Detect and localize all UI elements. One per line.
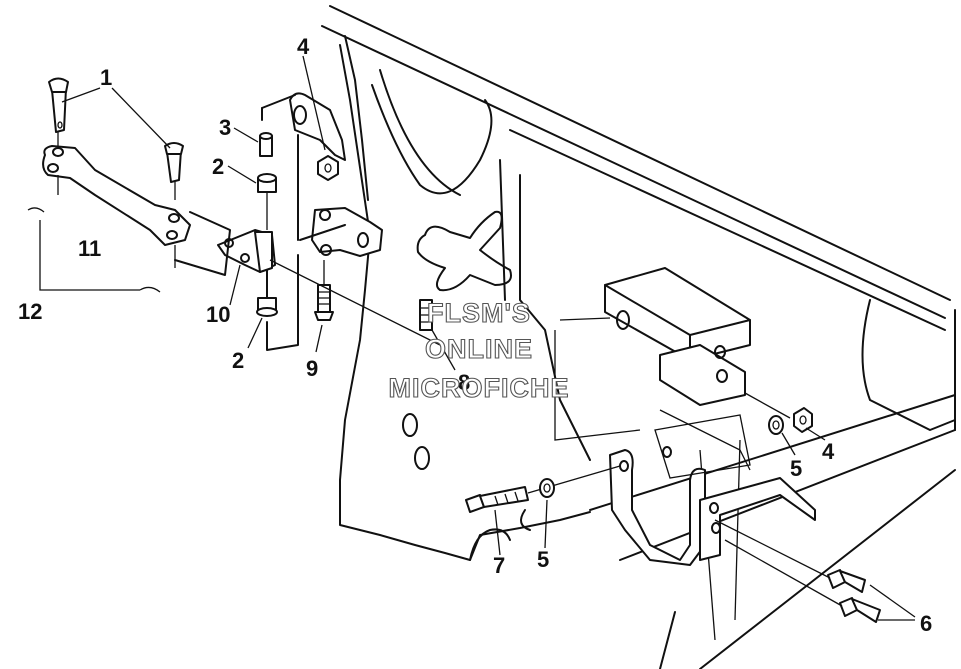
- nut-4-right: [744, 392, 813, 433]
- callout-6: 6: [920, 611, 932, 636]
- watermark-line-2: ONLINE: [425, 334, 533, 364]
- washer-5-right: [768, 415, 784, 435]
- callout-2-upper: 2: [212, 154, 224, 179]
- callout-2-lower: 2: [232, 348, 244, 373]
- watermark: FLSM'S ONLINE MICROFICHE: [388, 297, 570, 403]
- callout-11: 11: [78, 236, 101, 261]
- bolts-6: [714, 519, 881, 623]
- stud-8: [269, 259, 441, 346]
- callout-9: 9: [306, 356, 318, 381]
- hinge-bracket: [299, 207, 383, 257]
- callout-5-lower: 5: [537, 547, 549, 572]
- bushing-3: [259, 132, 273, 157]
- callout-12: 12: [18, 299, 42, 324]
- lower-bracket: [609, 414, 816, 566]
- stud-9: [314, 260, 334, 321]
- washer-5-left: [539, 478, 555, 498]
- bolt-7: [465, 465, 621, 513]
- callout-3: 3: [219, 115, 231, 140]
- nut-4-upper: [317, 155, 339, 181]
- bushing-2-upper: [257, 173, 277, 230]
- callout-1: 1: [100, 65, 112, 90]
- callout-4-upper: 4: [297, 34, 310, 59]
- callout-4-right: 4: [822, 439, 835, 464]
- watermark-line-3: MICROFICHE: [389, 373, 570, 403]
- pin-1-upper: [48, 77, 69, 148]
- clip-12: [27, 207, 161, 293]
- callout-10: 10: [206, 302, 230, 327]
- pin-1-lower: [164, 142, 184, 200]
- watermark-line-1: FLSM'S: [427, 298, 531, 328]
- leader-lines: [61, 55, 916, 621]
- callout-7: 7: [493, 553, 505, 578]
- hinge-plate-10: [217, 229, 276, 273]
- mounting-block: [554, 267, 751, 471]
- vehicle-body: [321, 5, 956, 669]
- callout-8: 8: [458, 370, 470, 395]
- callout-5-right: 5: [790, 456, 802, 481]
- bushing-2-lower: [256, 254, 299, 351]
- hinge-leaf-upper: [261, 92, 346, 241]
- link-arm-11: [42, 145, 231, 276]
